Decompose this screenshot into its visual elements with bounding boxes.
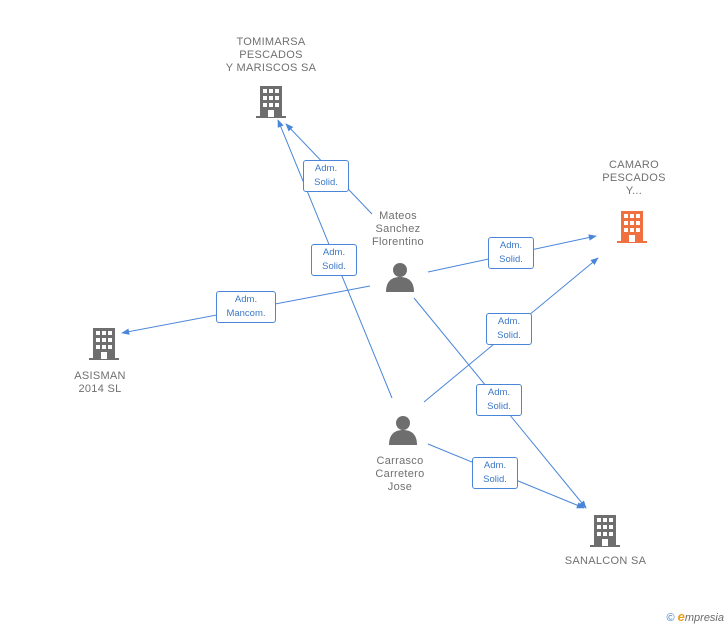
edge-label-mateos-sanalcon: Adm. Solid. [476,384,522,416]
tommarsa-building-icon[interactable] [256,86,286,118]
edge-label-mateos-asisman: Adm. Mancom. [216,291,276,323]
mateos-label[interactable]: Mateos Sanchez Florentino [372,210,424,248]
asisman-label[interactable]: ASISMAN 2014 SL [74,370,126,395]
edge-label-mateos-camaro: Adm. Solid. [488,237,534,269]
empresia-copyright[interactable]: © empresia [666,609,724,624]
sanalcon-label[interactable]: SANALCON SA [564,555,647,567]
edge-label-carrasco-tommarsa: Adm. Solid. [311,244,357,276]
edge-label-carrasco-sanalcon: Adm. Solid. [472,457,518,489]
empresia-logo-e: e [677,609,685,624]
sanalcon-building-icon[interactable] [590,515,620,547]
edge-label-mateos-tommarsa: Adm. Solid. [303,160,349,192]
asisman-building-icon[interactable] [89,328,119,360]
carrasco-person-icon[interactable] [389,416,417,445]
camaro-label[interactable]: CAMARO PESCADOS Y... [602,159,666,197]
copyright-symbol: © [666,612,675,624]
mateos-person-icon[interactable] [386,263,414,292]
tommarsa-label[interactable]: TOMIMARSA PESCADOS Y MARISCOS SA [225,36,317,74]
edge-label-carrasco-camaro: Adm. Solid. [486,313,532,345]
camaro-building-icon[interactable] [617,211,647,243]
empresia-logo-text: mpresia [684,612,724,624]
carrasco-label[interactable]: Carrasco Carretero Jose [375,455,425,493]
